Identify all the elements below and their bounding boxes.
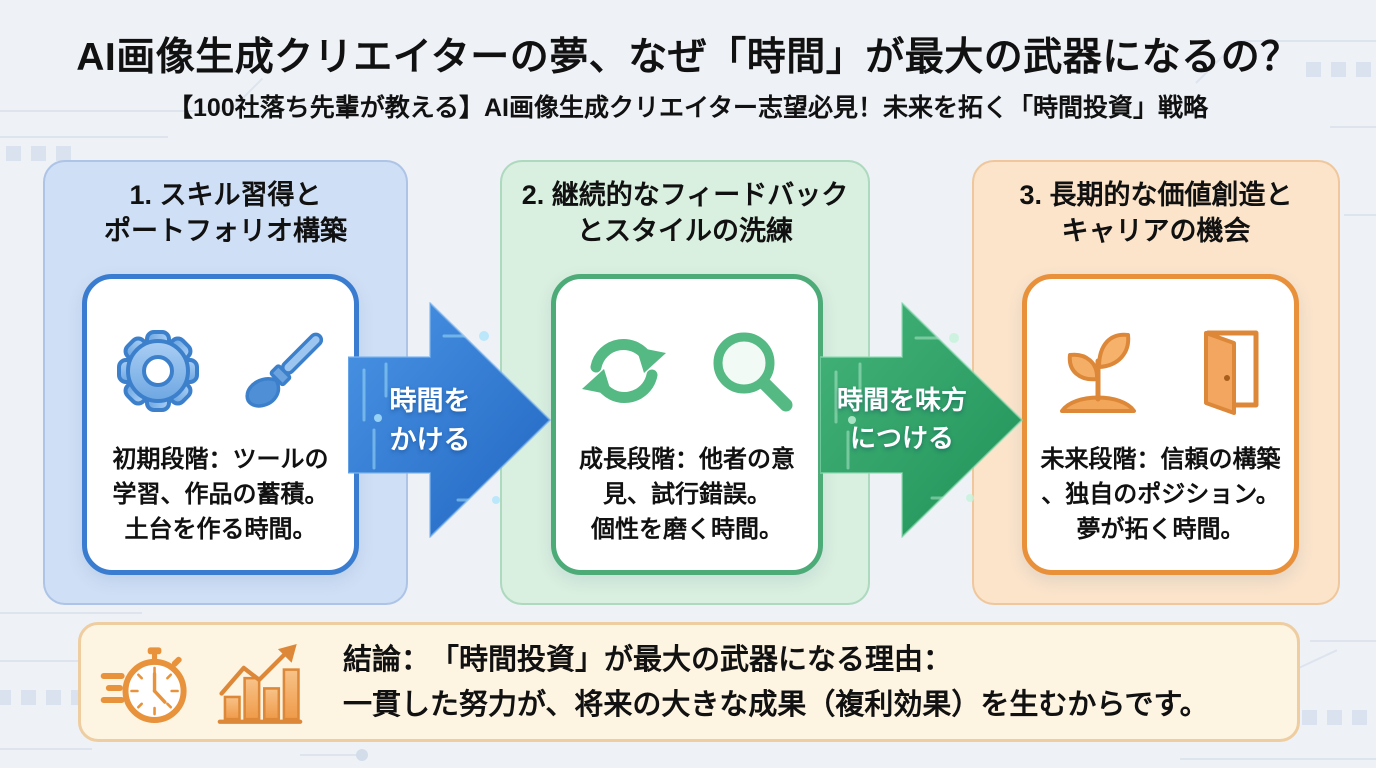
step-1-title: 1. スキル習得と ポートフォリオ構築 [45, 178, 406, 249]
refresh-icon [574, 321, 674, 421]
step-1-desc-line2: 学習、作品の蓄積。 [112, 480, 329, 508]
seedling-icon [1048, 321, 1148, 421]
step-3-desc-line2: 、独自のポジション。 [1041, 480, 1280, 508]
step-card-2: 2. 継続的なフィードバック とスタイルの洗練 [500, 160, 870, 605]
step-1-desc-line1: 初期段階：ツールの [112, 446, 329, 473]
step-3-desc-line1: 未来段階：信頼の構築 [1040, 446, 1281, 473]
step-2-content-box: 成長段階：他者の意 見、試行錯誤。 個性を磨く時間。 [551, 274, 823, 575]
step-1-desc-line3: 土台を作る時間。 [124, 515, 317, 543]
step-2-desc-line2: 見、試行錯誤。 [603, 480, 771, 508]
step-3-title: 3. 長期的な価値創造と キャリアの機会 [974, 178, 1338, 249]
page-subtitle: 【100社落ち先輩が教える】AI画像生成クリエイター志望必見！未来を拓く「時間投… [168, 94, 1208, 122]
arrow-1-take-time: 時間を かける [348, 300, 553, 540]
step-card-3: 3. 長期的な価値創造と キャリアの機会 未来段階：信頼 [972, 160, 1340, 605]
step-2-title-line2: とスタイルの洗練 [577, 215, 793, 246]
search-icon [700, 321, 800, 421]
step-1-title-line2: ポートフォリオ構築 [104, 215, 347, 246]
arrow-1-label: 時間を かける [348, 382, 512, 460]
conclusion-line1: 結論： 「時間投資」が最大の武器になる理由： [343, 644, 953, 676]
step-3-title-line2: キャリアの機会 [1061, 215, 1251, 246]
conclusion-text: 結論： 「時間投資」が最大の武器になる理由： 一貫した努力が、将来の大きな成果（… [343, 638, 1209, 728]
step-2-title-line1: 2. 継続的なフィードバック [521, 180, 849, 210]
conclusion-line2: 一貫した努力が、将来の大きな成果（複利効果）を生むからです。 [343, 688, 1209, 721]
arrow-1-label-line1: 時間を [389, 386, 471, 416]
arrow-2-label-line1: 時間を味方 [836, 385, 967, 415]
gear-icon [108, 321, 208, 421]
arrow-2-make-time-ally: 時間を味方 につける [820, 300, 1025, 540]
page-title: AI画像生成クリエイターの夢、なぜ「時間」が最大の武器になるの？ [76, 36, 1300, 79]
step-1-content-box: 初期段階：ツールの 学習、作品の蓄積。 土台を作る時間。 [82, 274, 359, 575]
step-1-title-line1: 1. スキル習得と [129, 180, 322, 210]
step-2-title: 2. 継続的なフィードバック とスタイルの洗練 [502, 178, 868, 249]
step-2-desc-line1: 成長段階：他者の意 [579, 446, 795, 473]
step-card-1: 1. スキル習得と ポートフォリオ構築 [43, 160, 408, 605]
step-3-title-line1: 3. 長期的な価値創造と [1019, 180, 1293, 210]
step-3-desc-line3: 夢が拓く時間。 [1076, 515, 1245, 543]
arrow-2-label: 時間を味方 につける [820, 382, 984, 457]
step-2-desc-line3: 個性を磨く時間。 [591, 515, 783, 543]
step-2-description: 成長段階：他者の意 見、試行錯誤。 個性を磨く時間。 [556, 443, 818, 547]
arrow-2-label-line2: につける [849, 422, 954, 453]
arrow-1-label-line2: かける [389, 425, 471, 456]
conclusion-bar: 結論： 「時間投資」が最大の武器になる理由： 一貫した努力が、将来の大きな成果（… [78, 622, 1300, 742]
open-door-icon [1174, 321, 1274, 421]
step-1-description: 初期段階：ツールの 学習、作品の蓄積。 土台を作る時間。 [87, 443, 354, 547]
growth-chart-icon [213, 639, 307, 731]
stopwatch-icon [99, 639, 193, 731]
paintbrush-icon [234, 321, 334, 421]
step-3-description: 未来段階：信頼の構築 、独自のポジション。 夢が拓く時間。 [1027, 443, 1294, 547]
step-3-content-box: 未来段階：信頼の構築 、独自のポジション。 夢が拓く時間。 [1022, 274, 1299, 575]
